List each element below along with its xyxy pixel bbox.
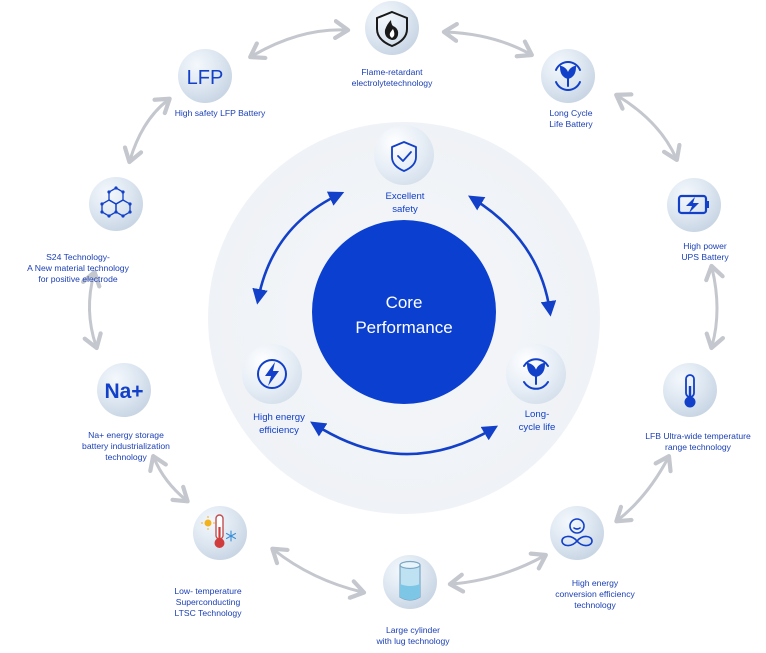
core-title-line-2: Performance [355,318,453,337]
outer-node-ups [667,178,721,232]
outer-label-ltsc-line-2: Superconducting [175,597,241,607]
outer-label-flame-line-1: Flame-retardant [361,67,423,77]
outer-node-longcycle [541,49,595,103]
infinity-face-icon [561,518,593,547]
outer-node-cylinder [383,555,437,609]
outer-label-s24-line-2: A New material technology [27,263,129,273]
arrow-na-s24 [80,269,103,351]
outer-label-ups-line-1: High power [683,241,727,251]
na-plus-icon: Na+ [104,380,143,403]
inner-label-safety-line-1: Excellent [385,191,425,202]
outer-label-lfb-line-1: LFB Ultra-wide temperature [645,431,751,441]
outer-label-ups-line-2: UPS Battery [681,252,729,262]
inner-node-safety [374,125,434,185]
outer-label-na-line-1: Na+ energy storage [88,430,164,440]
outer-label-ltsc-line-3: LTSC Technology [174,608,242,618]
outer-node-na: Na+ [97,363,151,417]
outer-label-longcycle-line-1: Long Cycle [549,108,593,118]
inner-label-cycle-line-2: cycle life [518,421,556,433]
leaf-cycle-icon [523,358,549,390]
outer-label-ltsc-line-1: Low- temperature [174,586,242,596]
outer-label-conversion-line-2: conversion efficiency [555,589,635,599]
arrow-conversion-cylinder [447,551,548,594]
outer-label-cylinder: Large cylinder with lug technology [376,625,449,647]
arrow-safety-cycle [468,195,557,317]
outer-label-longcycle: Long Cycle Life Battery [549,108,592,130]
outer-node-lfp: LFP [178,49,232,103]
inner-node-energy [242,344,302,404]
outer-node-s24 [89,177,143,231]
core-circle [312,220,496,404]
arrow-ltsc-na [148,453,190,504]
inner-label-energy-line-2: efficiency [259,424,299,436]
arrow-safety-energy [252,191,345,305]
outer-label-lfb-line-2: range technology [665,442,731,452]
arrow-lfb-conversion [614,454,673,524]
outer-label-s24-line-3: for positive electrode [38,274,118,284]
outer-label-flame: Flame-retardant electrolytetechnology [352,67,433,89]
outer-arrows [80,19,726,600]
core-title-line-1: Core [385,293,423,312]
outer-label-cylinder-line-1: Large cylinder [386,625,440,635]
outer-label-s24-line-1: S24 Technology- [46,252,110,262]
outer-label-na: Na+ energy storage battery industrializa… [82,430,170,463]
shield-check-icon [391,141,417,172]
lightning-icon [257,359,287,389]
arrow-flame-longcycle [441,21,534,59]
inner-label-energy-line-1: High energy [253,412,305,423]
inner-label-energy: High energy efficiency [253,412,305,437]
lfp-text-icon: LFP [187,67,224,89]
cylinder-icon [399,560,421,601]
outer-node-flame [365,1,419,55]
arrow-lfp-flame [248,19,351,61]
hexagon-molecule-icon [100,186,132,218]
inner-label-cycle-line-1: Long- [524,409,550,420]
flame-shield-icon [376,10,408,48]
outer-label-ups: High power UPS Battery [681,241,728,263]
outer-label-conversion-line-3: technology [574,600,616,610]
outer-label-lfp-line-1: High safety LFP Battery [174,108,266,118]
outer-node-conversion [550,506,604,560]
inner-label-safety-line-2: safety [392,203,418,215]
outer-label-s24: S24 Technology- A New material technolog… [27,252,129,285]
core-title: Core Performance [355,290,452,340]
outer-label-conversion-line-1: High energy [571,578,619,588]
arrow-energy-cycle [310,421,499,456]
outer-label-na-line-3: technology [105,452,147,462]
thermometer-icon [684,374,696,408]
inner-label-cycle: Long- cycle life [519,409,556,434]
battery-bolt-icon [677,194,709,215]
arrow-s24-lfp [122,96,172,165]
outer-label-longcycle-line-2: Life Battery [549,119,593,129]
inner-node-cycle [506,344,566,404]
outer-label-lfp: High safety LFP Battery [175,108,266,119]
inner-label-safety: Excellent safety [386,191,425,216]
arrow-longcycle-ups [614,92,682,163]
outer-label-flame-line-2: electrolytetechnology [351,78,433,88]
arrow-cylinder-ltsc [270,546,367,600]
outer-node-lfb [663,363,717,417]
outer-label-lfb: LFB Ultra-wide temperature range technol… [645,431,751,453]
outer-label-conversion: High energy conversion efficiency techno… [555,578,635,611]
inner-arrows [252,191,557,456]
leaf-cycle-icon [555,61,581,91]
arrow-ups-lfb [704,263,726,351]
outer-label-cylinder-line-2: with lug technology [376,636,450,646]
outer-label-ltsc: Low- temperature Superconducting LTSC Te… [174,586,241,619]
thermometer-sun-snow-icon [201,514,237,548]
outer-node-ltsc [193,506,247,560]
outer-label-na-line-2: battery industrialization [82,441,170,451]
